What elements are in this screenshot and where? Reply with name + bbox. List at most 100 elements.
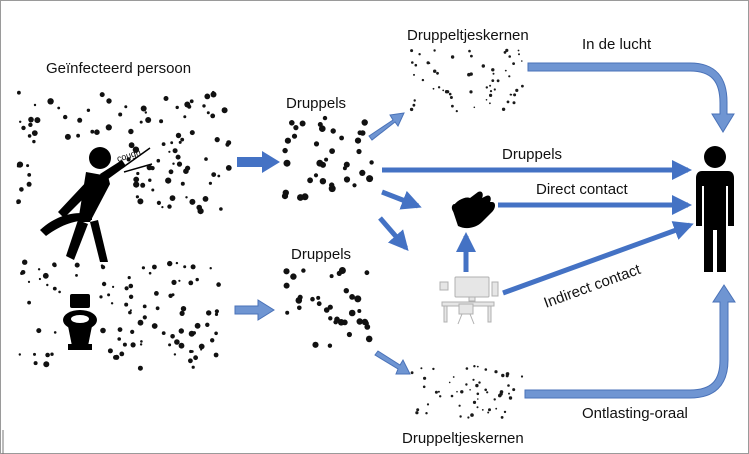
droplet-dot: [451, 104, 454, 108]
droplet-dot: [64, 133, 71, 140]
droplet-dot: [476, 392, 480, 396]
droplet-dot: [140, 182, 146, 188]
droplet-dot: [211, 172, 217, 178]
droplet-dot: [484, 368, 488, 371]
droplet-dot: [284, 137, 291, 144]
droplet-dot: [165, 177, 172, 184]
arrow-person-to-droplets: [237, 151, 280, 173]
droplet-dot: [106, 98, 112, 104]
droplet-dot: [329, 274, 334, 279]
droplet-dot: [323, 307, 330, 313]
droplet-dot: [151, 323, 158, 329]
droplet-dot: [366, 175, 374, 183]
droplet-dot: [74, 262, 80, 268]
droplet-dot: [282, 147, 288, 154]
droplet-dot: [161, 206, 164, 209]
droplet-dot: [475, 383, 479, 388]
droplet-dot: [518, 53, 520, 56]
droplet-dot: [36, 328, 42, 334]
droplets-cluster-bottom: [283, 267, 373, 348]
droplet-dot: [470, 413, 474, 417]
droplet-dot: [16, 199, 21, 205]
droplet-dot: [330, 128, 336, 134]
droplet-dot: [432, 87, 435, 90]
droplet-dot: [180, 306, 187, 312]
droplet-dot: [189, 198, 196, 205]
droplet-dot: [503, 51, 507, 54]
droplet-dot: [208, 181, 212, 185]
droplet-dot: [27, 134, 32, 138]
droplet-dot: [437, 86, 441, 89]
droplet-dot: [189, 99, 194, 104]
droplet-dot: [449, 96, 453, 99]
droplet-dot: [357, 309, 362, 313]
droplet-dot: [206, 111, 210, 115]
droplet-dot: [101, 281, 107, 287]
droplet-dot: [99, 92, 105, 98]
desk-workspace-icon: [439, 276, 499, 325]
droplet-dot: [122, 342, 127, 347]
droplet-dot: [510, 93, 513, 96]
droplet-dot: [188, 280, 194, 286]
droplet-dot: [117, 337, 121, 341]
droplet-dot: [193, 355, 199, 361]
droplet-dot: [28, 122, 33, 128]
droplet-dot: [214, 331, 218, 336]
droplet-dot: [90, 129, 95, 134]
droplet-dot: [455, 110, 458, 113]
droplet-dot: [356, 148, 362, 155]
droplet-dot: [517, 49, 520, 52]
droplet-dot: [283, 268, 290, 275]
aerosol-cloud-toilet: [18, 259, 221, 371]
droplet-dot: [62, 114, 68, 120]
droplet-dot: [19, 120, 22, 124]
droplet-dot: [225, 165, 232, 171]
arrow-toilet-to-droplets: [234, 299, 275, 321]
fecal-oral-label: Ontlasting-oraal: [582, 405, 688, 422]
droplets-top-label: Druppels: [286, 95, 346, 112]
droplet-dot: [210, 113, 216, 119]
droplet-dot: [27, 173, 32, 177]
droplet-dot: [433, 49, 436, 52]
droplet-dot: [500, 416, 504, 419]
droplet-dot: [460, 390, 464, 394]
droplet-dot: [493, 88, 496, 91]
droplet-dot: [127, 276, 131, 280]
droplet-dot: [170, 141, 174, 145]
droplet-dot: [319, 178, 327, 185]
droplet-dot: [117, 327, 123, 332]
droplet-dot: [361, 119, 368, 126]
droplet-dot: [161, 142, 166, 147]
droplet-dot: [145, 117, 152, 123]
droplet-dot: [148, 271, 152, 275]
droplet-dot: [190, 350, 194, 353]
droplet-dot: [320, 161, 326, 168]
droplet-dot: [99, 295, 103, 299]
droplet-dot: [77, 117, 83, 123]
droplet-dot: [168, 150, 171, 153]
droplet-dot: [178, 279, 181, 282]
droplet-dot: [168, 293, 173, 298]
droplet-dot: [359, 169, 366, 176]
droplet-dot: [206, 310, 212, 316]
direct-contact-label: Direct contact: [536, 181, 629, 198]
droplet-dot: [484, 388, 488, 392]
droplet-dot: [505, 372, 510, 376]
droplet-dot: [28, 116, 34, 123]
droplets-cluster-top: [281, 115, 374, 201]
droplet-dot: [297, 305, 302, 311]
droplet-dot: [34, 117, 41, 124]
droplet-dot: [26, 164, 30, 168]
droplet-dot: [178, 342, 185, 349]
droplet-dot: [369, 160, 374, 165]
droplet-dot: [468, 49, 471, 53]
droplet-dot: [168, 343, 172, 347]
droplets-bottom-label: Druppels: [291, 246, 351, 263]
droplet-dot: [413, 99, 416, 102]
droplet-dot: [343, 176, 351, 183]
droplet-dot: [204, 157, 208, 161]
droplet-dot: [439, 395, 442, 398]
droplet-dot: [478, 381, 481, 384]
droplet-dot: [167, 260, 173, 267]
